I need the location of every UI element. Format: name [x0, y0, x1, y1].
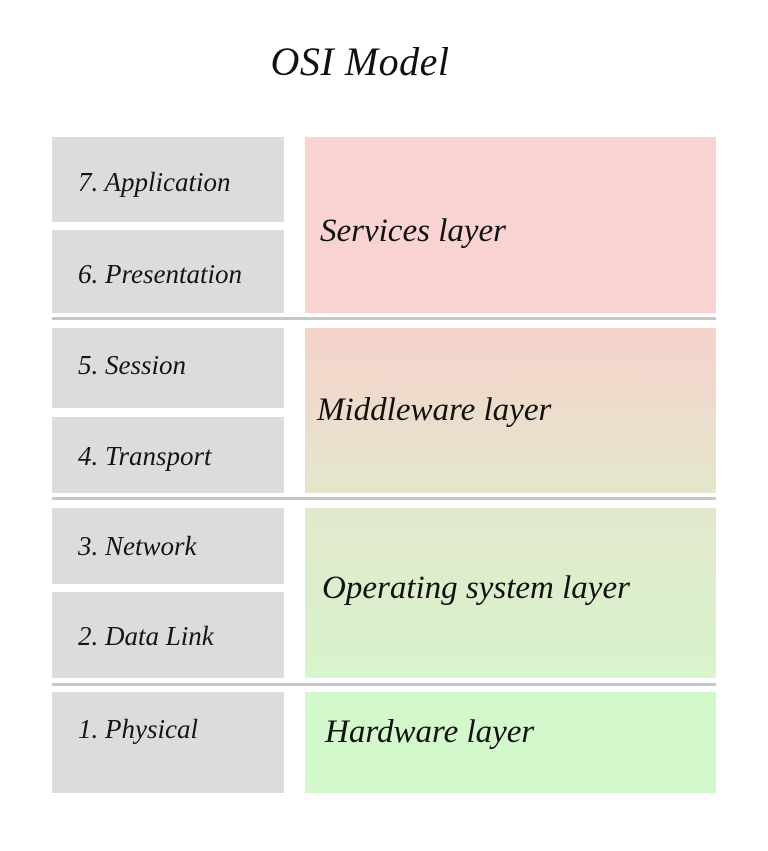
osi-layer-physical: 1. Physical [52, 692, 284, 793]
group-label: Operating system layer [322, 570, 630, 606]
osi-layer-label: 7. Application [78, 167, 231, 197]
separator-line [52, 497, 716, 500]
osi-layer-label: 1. Physical [78, 714, 198, 744]
group-middleware-layer: Middleware layer [305, 328, 716, 493]
osi-layer-presentation: 6. Presentation [52, 230, 284, 313]
group-label: Services layer [320, 213, 506, 249]
osi-layer-transport: 4. Transport [52, 417, 284, 493]
diagram-title: OSI Model [270, 39, 450, 84]
osi-layer-label: 2. Data Link [78, 621, 214, 651]
osi-layer-network: 3. Network [52, 508, 284, 584]
osi-layer-label: 6. Presentation [78, 259, 242, 289]
separator-line [52, 317, 716, 320]
separator-line [52, 683, 716, 686]
group-label: Hardware layer [325, 714, 535, 750]
group-hardware-layer: Hardware layer [305, 692, 716, 793]
osi-layer-label: 5. Session [78, 350, 186, 380]
osi-layer-application: 7. Application [52, 137, 284, 222]
osi-layer-label: 3. Network [78, 531, 197, 561]
group-operating-system-layer: Operating system layer [305, 508, 716, 678]
group-label: Middleware layer [317, 392, 552, 428]
osi-layer-label: 4. Transport [78, 441, 212, 471]
osi-layer-session: 5. Session [52, 328, 284, 408]
group-services-layer: Services layer [305, 137, 716, 313]
osi-layer-data-link: 2. Data Link [52, 592, 284, 678]
